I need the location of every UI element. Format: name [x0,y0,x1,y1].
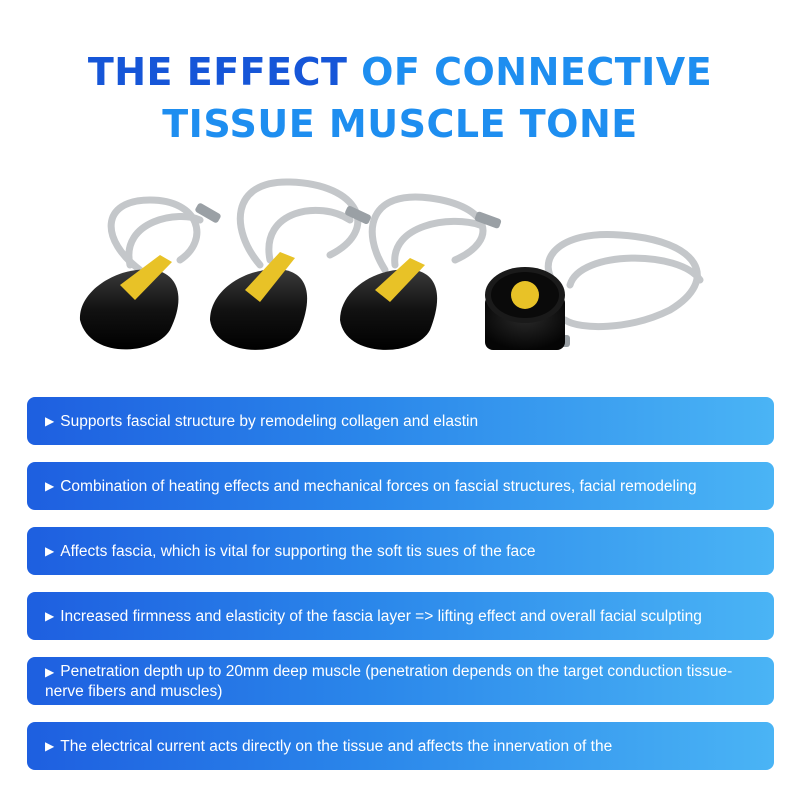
arrow-right-icon: ▶ [45,543,55,558]
feature-text: Affects fascia, which is vital for suppo… [60,542,536,560]
title-part-light: OF CONNECTIVE [361,50,713,94]
title-part-line2: TISSUE MUSCLE TONE [162,102,638,146]
arrow-right-icon: ▶ [45,738,55,753]
handpiece-1 [79,255,179,350]
feature-item: ▶ Increased firmness and elasticity of t… [27,592,774,640]
feature-item: ▶ Supports fascial structure by remodeli… [27,397,774,445]
arrow-right-icon: ▶ [45,413,55,428]
arrow-right-icon: ▶ [45,665,55,679]
arrow-right-icon: ▶ [45,478,55,493]
feature-item: ▶ Affects fascia, which is vital for sup… [27,527,774,575]
page-title: THE EFFECT OF CONNECTIVE TISSUE MUSCLE T… [0,46,800,150]
product-illustration [79,178,704,350]
round-electrode [485,267,565,350]
feature-text: ▶Penetration depth up to 20mm deep muscl… [45,662,760,701]
feature-text: Increased firmness and elasticity of the… [60,607,702,625]
feature-text: Supports fascial structure by remodeling… [60,412,479,430]
feature-item: ▶ Combination of heating effects and mec… [27,462,774,510]
title-part-dark: THE EFFECT [87,50,362,94]
handpiece-3 [340,258,438,350]
title-line-2: TISSUE MUSCLE TONE [0,98,800,150]
feature-item: ▶ The electrical current acts directly o… [27,722,774,770]
feature-text: The electrical current acts directly on … [60,737,613,755]
title-line-1: THE EFFECT OF CONNECTIVE [0,46,800,98]
cables [107,178,704,330]
product-image [60,170,760,380]
feature-text-body: Penetration depth up to 20mm deep muscle… [45,663,733,700]
arrow-right-icon: ▶ [45,608,55,623]
handpiece-2 [210,252,308,350]
feature-text: Combination of heating effects and mecha… [60,477,697,495]
feature-item: ▶Penetration depth up to 20mm deep muscl… [27,657,774,705]
